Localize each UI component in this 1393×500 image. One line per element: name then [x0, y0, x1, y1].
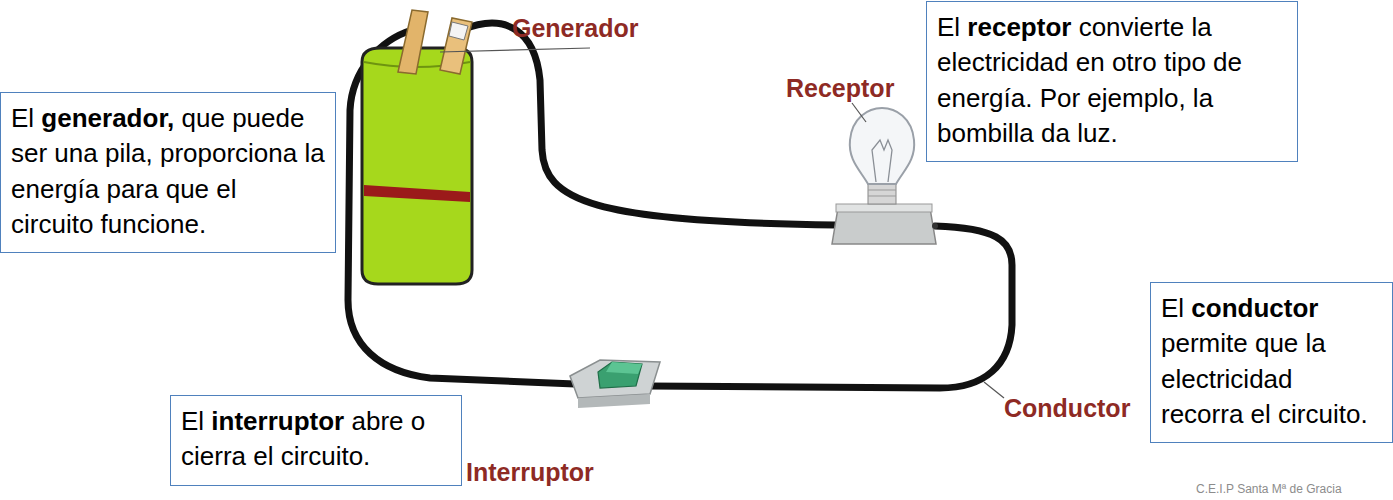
leader-line	[852, 103, 866, 122]
callout-box: El receptor convierte la electricidad en…	[926, 1, 1298, 162]
wire	[462, 23, 835, 225]
wire	[648, 226, 1012, 388]
callout-text: El interruptor abre o cierra el circuito…	[181, 404, 451, 475]
callout-text: El receptor convierte la electricidad en…	[937, 10, 1287, 151]
callout-box: El generador, que puede ser una pila, pr…	[0, 92, 336, 253]
leader-line	[984, 382, 1004, 398]
part-label: Receptor	[786, 74, 894, 103]
bulb	[832, 108, 938, 244]
callout-text: El generador, que puede ser una pila, pr…	[11, 101, 325, 242]
callout-box: El conductor permite que la electricidad…	[1150, 282, 1393, 443]
part-label: Interruptor	[466, 458, 594, 487]
watermark: C.E.I.P Santa Mª de Gracia	[1196, 482, 1342, 496]
leader-line	[440, 48, 590, 52]
part-label: Generador	[512, 14, 638, 43]
callout-box: El interruptor abre o cierra el circuito…	[170, 395, 462, 486]
part-label: Conductor	[1004, 394, 1130, 423]
switch	[570, 360, 660, 408]
callout-text: El conductor permite que la electricidad…	[1161, 291, 1382, 432]
